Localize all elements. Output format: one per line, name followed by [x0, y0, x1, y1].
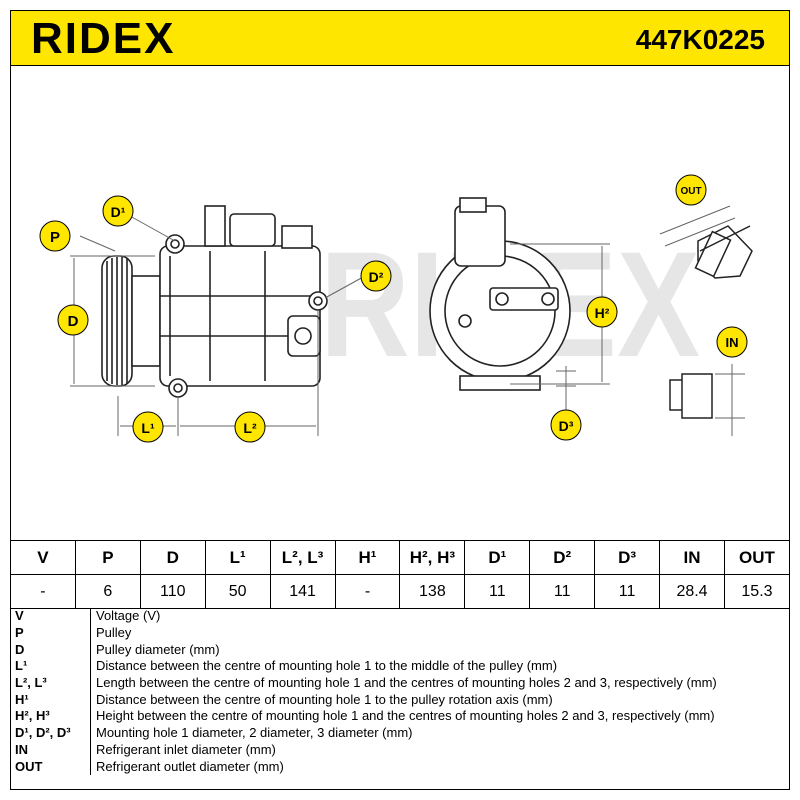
callout-d: D: [57, 304, 89, 336]
spec-header: D²: [529, 540, 596, 575]
spec-header: IN: [659, 540, 725, 575]
compressor-side-view: [101, 205, 328, 398]
legend-row: H¹ Distance between the centre of mountin…: [10, 691, 790, 709]
legend-row: D Pulley diameter (mm): [10, 641, 790, 659]
legend-code: P: [10, 624, 91, 642]
legend-code: L¹: [10, 658, 91, 675]
specs-value-row: - 6 110 50 141 - 138 11 11 11 28.4 15.3: [10, 574, 791, 609]
callout-h2: H²: [586, 296, 618, 328]
callout-p: P: [39, 220, 71, 252]
spec-value: 28.4: [659, 574, 725, 609]
callout-d1-label: D¹: [111, 204, 126, 220]
callout-h2-label: H²: [595, 305, 610, 321]
callout-d3-label: D³: [559, 418, 574, 434]
spec-header: D¹: [464, 540, 531, 575]
spec-value: 11: [529, 574, 596, 609]
legend-row: H², H³ Height between the centre of mount…: [10, 708, 790, 725]
legend-row: L¹ Distance between the centre of mountin…: [10, 658, 790, 675]
specs-table: V P D L¹ L², L³ H¹ H², H³ D¹ D² D³ IN OU…: [10, 540, 791, 609]
legend-row: P Pulley: [10, 624, 790, 642]
part-number: 447K0225: [635, 24, 765, 55]
legend-row: D¹, D², D³ Mounting hole 1 diameter, 2 di…: [10, 724, 790, 742]
spec-value: 11: [594, 574, 661, 609]
legend-row: L², L³ Length between the centre of mount…: [10, 674, 790, 692]
legend-text: Pulley: [96, 625, 132, 641]
legend-code: H², H³: [10, 708, 91, 725]
spec-header: L¹: [204, 540, 271, 575]
spec-value: -: [10, 574, 76, 609]
legend-code: L², L³: [10, 674, 91, 692]
legend-text: Distance between the centre of mounting …: [96, 691, 553, 707]
brand-logo: RIDEX: [31, 14, 176, 63]
callout-d2: D²: [360, 260, 392, 292]
legend-text: Length between the centre of mounting ho…: [96, 675, 717, 691]
callout-d2-label: D²: [369, 269, 384, 285]
header-bar: RIDEX 447K0225: [10, 10, 790, 66]
spec-header: OUT: [723, 540, 791, 575]
spec-header: H¹: [334, 540, 401, 575]
spec-header: D³: [594, 540, 661, 575]
callout-in: IN: [716, 326, 748, 358]
spec-header: D: [139, 540, 206, 575]
outlet-fitting: [694, 225, 753, 279]
callout-p-label: P: [50, 229, 60, 246]
legend-text: Pulley diameter (mm): [96, 641, 220, 657]
spec-value: -: [334, 574, 401, 609]
legend-text: Refrigerant inlet diameter (mm): [96, 741, 276, 757]
legend-row: OUT Refrigerant outlet diameter (mm): [10, 758, 790, 775]
technical-drawing: RIDEX: [39, 174, 753, 443]
legend-table: V Voltage (V) P Pulley D Pulley diameter (m…: [10, 608, 790, 775]
callout-l1: L¹: [132, 411, 164, 443]
callout-l2: L²: [234, 411, 266, 443]
legend-text: Mounting hole 1 diameter, 2 diameter, 3 …: [96, 725, 413, 741]
callout-out-label: OUT: [680, 186, 701, 197]
callout-l2-label: L²: [243, 420, 257, 436]
spec-value: 50: [204, 574, 271, 609]
callout-d1: D¹: [102, 195, 134, 227]
dimension-lines: [70, 205, 745, 436]
spec-value: 6: [74, 574, 141, 609]
callout-d3: D³: [550, 409, 582, 441]
spec-value: 138: [399, 574, 466, 609]
compressor-rear-view: [429, 197, 571, 391]
callout-in-label: IN: [726, 335, 739, 350]
legend-code: IN: [10, 741, 91, 759]
spec-value: 141: [269, 574, 336, 609]
callout-out: OUT: [675, 174, 707, 206]
legend-code: D¹, D², D³: [10, 724, 91, 742]
spec-header: H², H³: [399, 540, 466, 575]
specs-header-row: V P D L¹ L², L³ H¹ H², H³ D¹ D² D³ IN OU…: [10, 540, 791, 575]
legend-row: V Voltage (V): [10, 608, 790, 625]
legend-code: V: [10, 608, 91, 625]
spec-value: 110: [139, 574, 206, 609]
legend-text: Voltage (V): [96, 608, 161, 624]
legend-text: Height between the centre of mounting ho…: [96, 708, 715, 724]
spec-value: 11: [464, 574, 531, 609]
legend-code: D: [10, 641, 91, 659]
spec-header: P: [74, 540, 141, 575]
spec-header: L², L³: [269, 540, 336, 575]
callout-l1-label: L¹: [141, 420, 155, 436]
legend-row: IN Refrigerant inlet diameter (mm): [10, 741, 790, 759]
legend-code: OUT: [10, 758, 91, 775]
legend-text: Refrigerant outlet diameter (mm): [96, 758, 284, 774]
legend-text: Distance between the centre of mounting …: [96, 658, 558, 674]
spec-header: V: [10, 540, 76, 575]
legend-code: H¹: [10, 691, 91, 709]
inlet-fitting: [669, 373, 713, 419]
spec-value: 15.3: [723, 574, 791, 609]
callout-d-label: D: [68, 313, 79, 330]
